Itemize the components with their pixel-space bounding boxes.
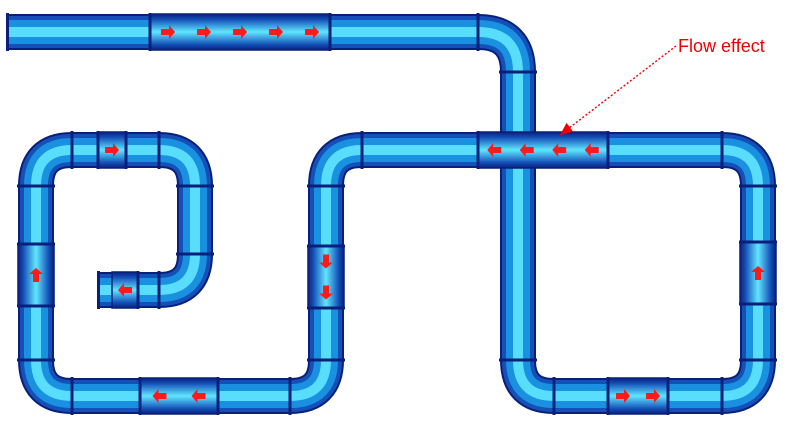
flow-arrow-right — [616, 389, 630, 403]
flow-effect-label: Flow effect — [678, 36, 765, 56]
pipe-joint — [552, 377, 556, 415]
pipe-joint — [17, 184, 55, 188]
flow-arrow-right — [269, 25, 283, 39]
pipe-joint — [96, 131, 100, 169]
pipe-joint — [476, 131, 480, 169]
flow-arrow-down — [319, 285, 333, 300]
pipe-end-cap — [6, 13, 9, 51]
pipe-network — [8, 14, 776, 414]
pipe-joint — [124, 131, 128, 169]
flow-arrow-right — [305, 25, 319, 39]
flow-window-crossing-run — [477, 131, 609, 169]
flow-arrow-left — [584, 143, 599, 157]
flow-arrow-left — [552, 143, 567, 157]
flow-arrow-right — [233, 25, 247, 39]
pipe-joint — [307, 184, 345, 188]
pipe-joint — [360, 131, 364, 169]
pipe-joint — [307, 306, 345, 310]
flow-arrow-right — [646, 389, 660, 403]
flow-window-right-riser — [739, 241, 777, 305]
flow-window-bottom-right-run — [607, 377, 669, 415]
flow-windows — [17, 13, 777, 415]
pipe-joint — [739, 184, 777, 188]
pipe-joint — [216, 377, 220, 415]
pipe-end-cap — [97, 271, 100, 309]
pipe-joint — [157, 131, 161, 169]
pipe-joint — [739, 240, 777, 244]
pipe-joints — [6, 13, 777, 415]
flow-arrow-left — [191, 389, 206, 403]
pipe-joint — [606, 377, 610, 415]
flow-arrow-left — [152, 389, 167, 403]
pipe-joint — [176, 252, 214, 256]
pipe-joint — [739, 358, 777, 362]
flow-window-spiral-top — [97, 131, 127, 169]
flow-window-top-run — [149, 13, 331, 51]
pipe-joint — [17, 242, 55, 246]
flow-arrow-left — [118, 283, 132, 297]
pipe-joint — [307, 358, 345, 362]
flow-arrow-left — [487, 143, 502, 157]
pipe-joint — [328, 13, 332, 51]
pipe-joint — [138, 377, 142, 415]
pipe-top-run — [8, 14, 776, 414]
pipe-joint — [499, 70, 537, 74]
flow-effect-callout: Flow effect — [559, 36, 765, 136]
pipe-joint — [476, 13, 480, 51]
flow-arrow-up — [751, 266, 765, 280]
flow-arrow-up — [29, 268, 43, 282]
pipe-joint — [499, 358, 537, 362]
flow-arrow-right — [161, 25, 175, 39]
flow-arrow-right — [105, 143, 119, 157]
pipe-joint — [176, 184, 214, 188]
flow-window-middle-riser — [307, 245, 345, 309]
pipe-joint — [17, 358, 55, 362]
flow-arrow-right — [197, 25, 211, 39]
pipe-joint — [606, 131, 610, 169]
callout-pointer — [559, 45, 677, 136]
pipe-joint — [307, 244, 345, 248]
flow-arrow-down — [319, 254, 333, 269]
pipe-joint — [70, 377, 74, 415]
flow-window-spiral-inner — [111, 271, 139, 309]
pipe-joint — [157, 271, 161, 309]
flow-arrow-left — [519, 143, 534, 157]
pipe-joint — [666, 377, 670, 415]
pipe-joint — [288, 377, 292, 415]
flow-window-bottom-left-run — [139, 377, 219, 415]
pipe-joint — [720, 131, 724, 169]
pipe-joint — [148, 13, 152, 51]
pipe-joint — [136, 271, 140, 309]
pipe-joint — [70, 131, 74, 169]
pipe-joint — [739, 302, 777, 306]
pipe-joint — [17, 304, 55, 308]
flow-window-spiral-left — [17, 243, 55, 307]
pipe-joint — [720, 377, 724, 415]
